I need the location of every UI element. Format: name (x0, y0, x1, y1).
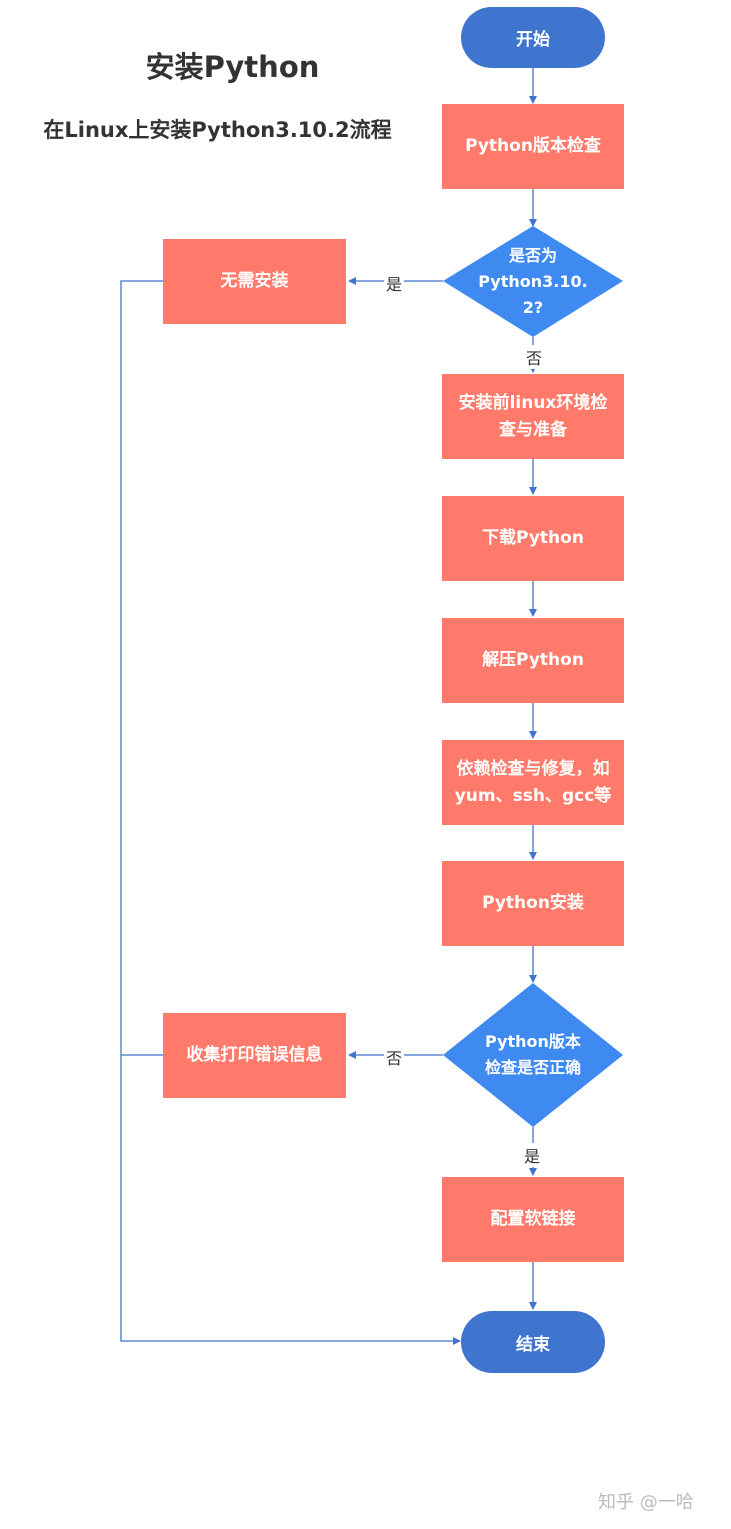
decision-version-correct-line-2: 检查是否正确 (484, 1058, 581, 1077)
deps-line-1: 依赖检查与修复，如 (456, 758, 610, 779)
env-prep-node: 安装前linux环境检 查与准备 (442, 374, 624, 459)
edge-label-d1-yes: 是 (384, 271, 405, 295)
edge-label-d1-no: 否 (524, 345, 545, 369)
download-node: 下载Python (442, 496, 624, 581)
watermark: 知乎 @一哈 (598, 1492, 694, 1513)
config-link-node: 配置软链接 (442, 1177, 624, 1262)
decision-version-match-line-2: Python3.10. (478, 272, 588, 291)
decision-shape-version-match (443, 226, 623, 337)
install-node: Python安装 (442, 861, 624, 946)
decision-shape-version-correct (443, 983, 623, 1127)
no-install-node: 无需安装 (163, 239, 346, 324)
decision-version-match-line-3: 2? (522, 298, 544, 317)
edge-label-d2-yes: 是 (522, 1143, 543, 1167)
page-title: 安装Python (145, 50, 320, 84)
decision-version-match-line-1: 是否为 (508, 246, 557, 265)
start-node: 开始 (461, 7, 605, 68)
extract-node: 解压Python (442, 618, 624, 703)
decision-version-match: 是否为 Python3.10. 2? (463, 242, 603, 322)
page-subtitle: 在Linux上安装Python3.10.2流程 (43, 118, 392, 142)
version-check-node: Python版本检查 (442, 104, 624, 189)
end-node: 结束 (461, 1311, 605, 1373)
env-prep-line-2: 查与准备 (498, 419, 567, 440)
edge-label-d2-no: 否 (384, 1045, 405, 1069)
decision-version-correct: Python版本 检查是否正确 (458, 1027, 608, 1083)
deps-line-2: yum、ssh、gcc等 (454, 785, 612, 806)
env-prep-line-1: 安装前linux环境检 (458, 392, 608, 413)
edge-noinstall-to-end (120, 280, 461, 1345)
collect-errors-node: 收集打印错误信息 (163, 1013, 346, 1098)
decision-version-correct-line-1: Python版本 (485, 1032, 581, 1051)
deps-node: 依赖检查与修复，如 yum、ssh、gcc等 (442, 740, 624, 825)
